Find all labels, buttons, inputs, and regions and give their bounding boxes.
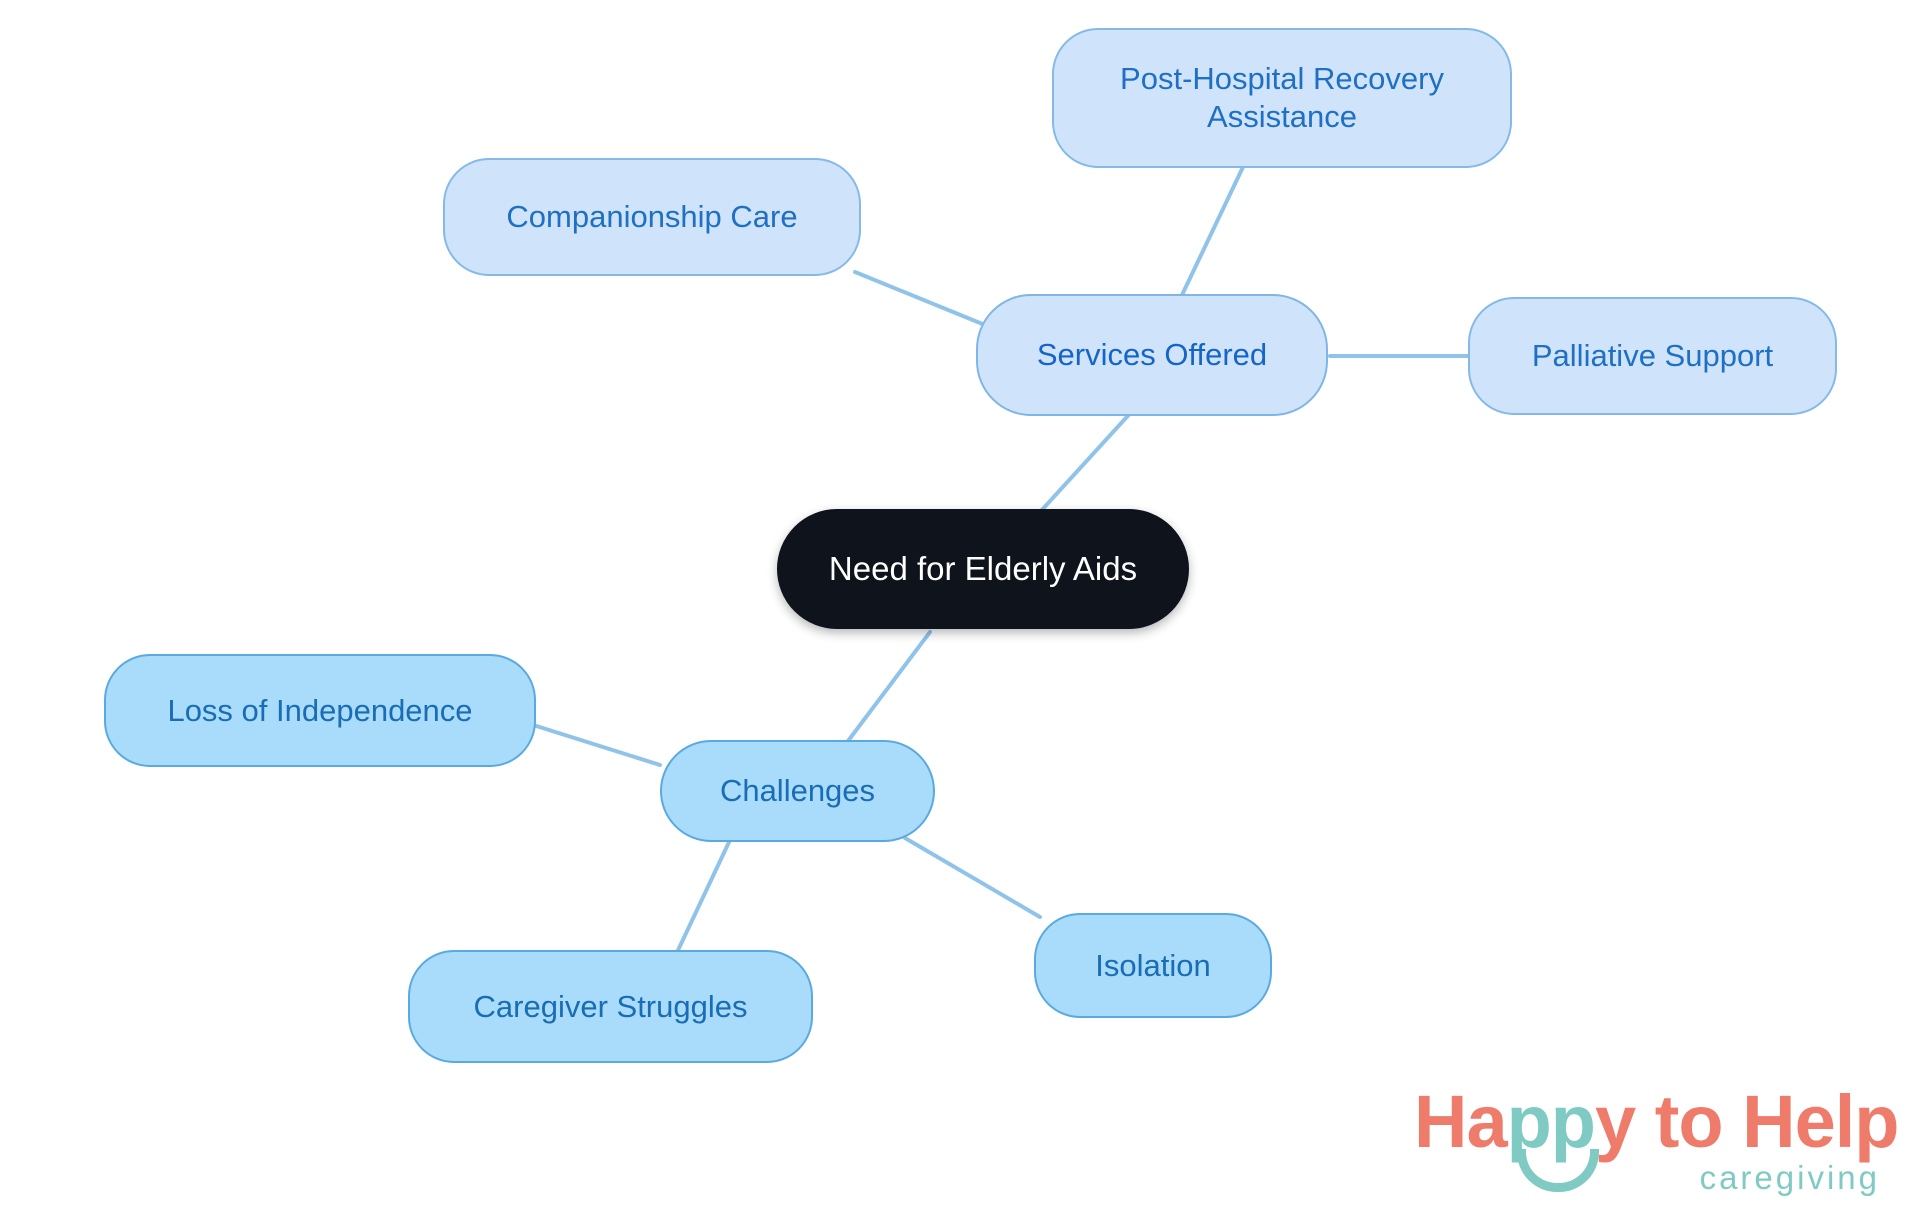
- logo-word-part-pp: pp: [1506, 1080, 1596, 1163]
- node-loss-of-independence[interactable]: Loss of Independence: [104, 654, 536, 767]
- node-root-need-for-elderly-aids[interactable]: Need for Elderly Aids: [777, 509, 1189, 629]
- logo-wordmark: Happy to Help: [1414, 1085, 1900, 1159]
- edge-services-offered-to-companionship: [853, 270, 987, 327]
- edge-challenges-to-loss-of-independence: [528, 722, 662, 767]
- node-post-hospital-recovery-assistance[interactable]: Post-Hospital Recovery Assistance: [1052, 28, 1512, 168]
- node-challenges[interactable]: Challenges: [660, 740, 935, 842]
- node-companionship-care[interactable]: Companionship Care: [443, 158, 861, 276]
- edge-challenges-to-isolation: [903, 836, 1042, 919]
- logo-word-part-2: y to Help: [1595, 1080, 1899, 1163]
- edge-root-to-services-offered: [1038, 406, 1137, 514]
- logo-tagline: caregiving: [1699, 1159, 1880, 1196]
- node-palliative-support[interactable]: Palliative Support: [1468, 297, 1837, 415]
- logo-word-part-1: Ha: [1414, 1080, 1508, 1163]
- edge-services-offered-to-post-hospital: [1180, 165, 1245, 297]
- node-caregiver-struggles[interactable]: Caregiver Struggles: [408, 950, 813, 1063]
- smile-icon: [1517, 1149, 1599, 1192]
- edge-root-to-challenges: [843, 630, 932, 747]
- node-isolation[interactable]: Isolation: [1034, 913, 1272, 1018]
- brand-logo: Happy to Help caregiving: [1414, 1081, 1900, 1201]
- edge-challenges-to-caregiver-struggles: [670, 838, 732, 965]
- node-services-offered[interactable]: Services Offered: [976, 294, 1328, 416]
